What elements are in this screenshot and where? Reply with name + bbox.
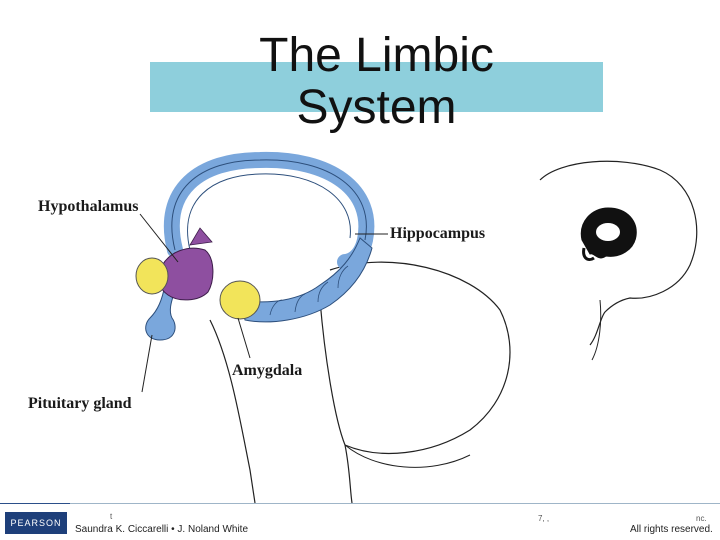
footer-fragment-left: t <box>110 512 113 521</box>
leader-amygdala <box>237 317 251 359</box>
footer-rights: All rights reserved. <box>630 524 713 535</box>
hypothalamus-top <box>189 227 213 246</box>
brainstem-outline <box>209 319 256 504</box>
brainstem-outline-2 <box>319 299 353 504</box>
footer-divider <box>0 503 720 504</box>
hippocampus-ridges <box>269 265 349 316</box>
title-line-1: The Limbic <box>259 29 494 82</box>
pituitary-stalk <box>145 284 176 341</box>
footer-fragment-mid: 7, , <box>538 514 550 523</box>
amygdala-right <box>219 280 261 320</box>
inset-limbic-hole <box>596 223 620 241</box>
leader-hypothalamus <box>139 213 179 263</box>
fornix-arch-inner <box>187 173 351 251</box>
footer-fragment-right: nc. <box>696 514 707 523</box>
slide-title: The Limbic System <box>150 30 603 134</box>
label-hypothalamus: Hypothalamus <box>38 198 139 215</box>
inset-brainstem-outline <box>591 299 602 361</box>
fornix-arch <box>163 151 375 270</box>
title-band <box>150 62 603 112</box>
inset-limbic-tail <box>582 247 595 262</box>
footer-authors: Saundra K. Ciccarelli • J. Noland White <box>75 524 249 535</box>
inset-brain-outline <box>539 160 698 346</box>
publisher-logo: PEARSON <box>5 512 67 534</box>
label-amygdala: Amygdala <box>232 362 303 379</box>
footer-divider-accent <box>0 503 70 504</box>
fornix-arch-outline <box>171 159 367 251</box>
cerebellum-outline <box>344 444 471 468</box>
leader-pituitary <box>141 334 153 393</box>
label-hippocampus: Hippocampus <box>390 225 486 242</box>
brain-outline <box>329 261 511 454</box>
title-line-2: System <box>296 81 457 134</box>
amygdala-left <box>135 257 169 295</box>
label-pituitary: Pituitary gland <box>28 395 132 412</box>
